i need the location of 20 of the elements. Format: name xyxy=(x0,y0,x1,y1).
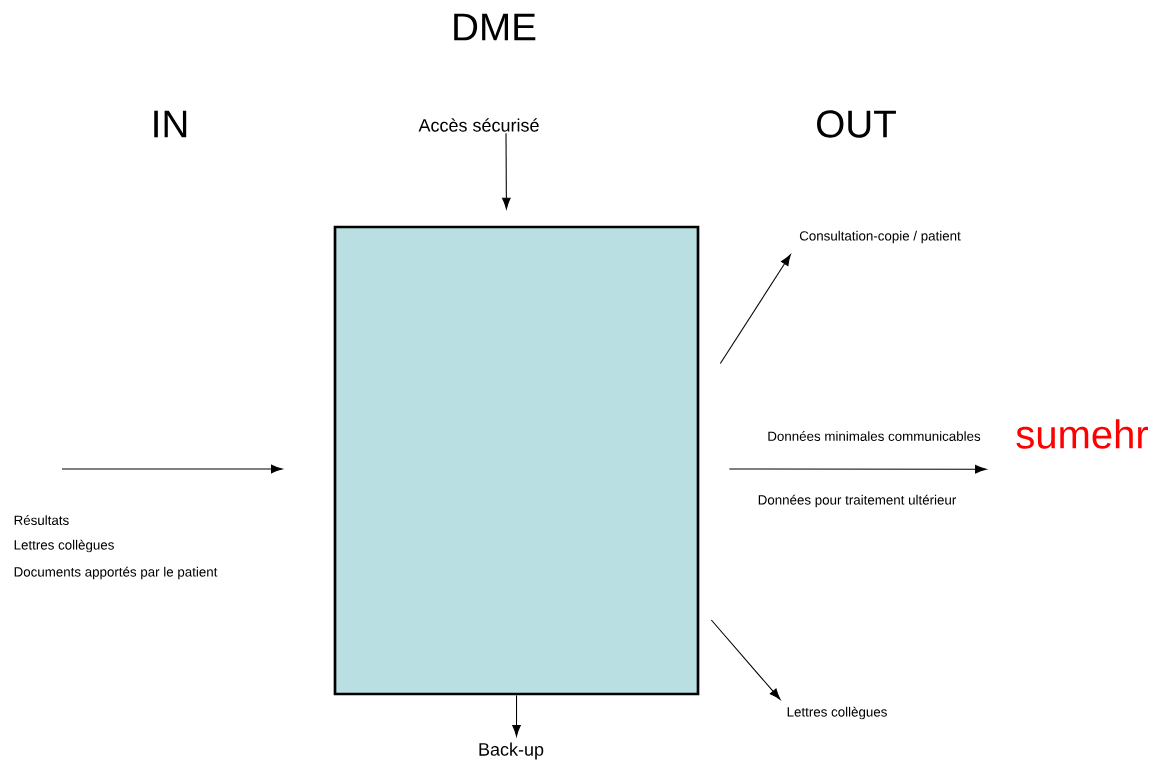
output-label: sumehr xyxy=(1016,419,1148,449)
output-label: Lettres collègues xyxy=(787,706,887,720)
column-heading: OUT xyxy=(817,110,896,138)
arrow xyxy=(61,464,283,474)
note-text: Résultats xyxy=(14,515,69,525)
input-label: Accès sécurisé xyxy=(418,118,539,132)
arrow xyxy=(728,464,987,474)
note-text: Lettres collègues xyxy=(14,539,114,553)
arrow xyxy=(719,254,791,365)
arrow xyxy=(512,694,521,737)
arrow xyxy=(710,619,781,700)
note-text: Données pour traitement ultérieur xyxy=(758,494,957,508)
title: DME xyxy=(454,13,536,41)
note-text: Documents apportés par le patient xyxy=(14,566,218,580)
output-label: Back-up xyxy=(479,742,544,760)
output-label: Consultation-copie / patient xyxy=(799,230,961,244)
edge-label: Données minimales communicables xyxy=(768,431,981,441)
arrow xyxy=(502,132,511,210)
column-heading: IN xyxy=(154,110,187,138)
record-box xyxy=(333,225,700,696)
